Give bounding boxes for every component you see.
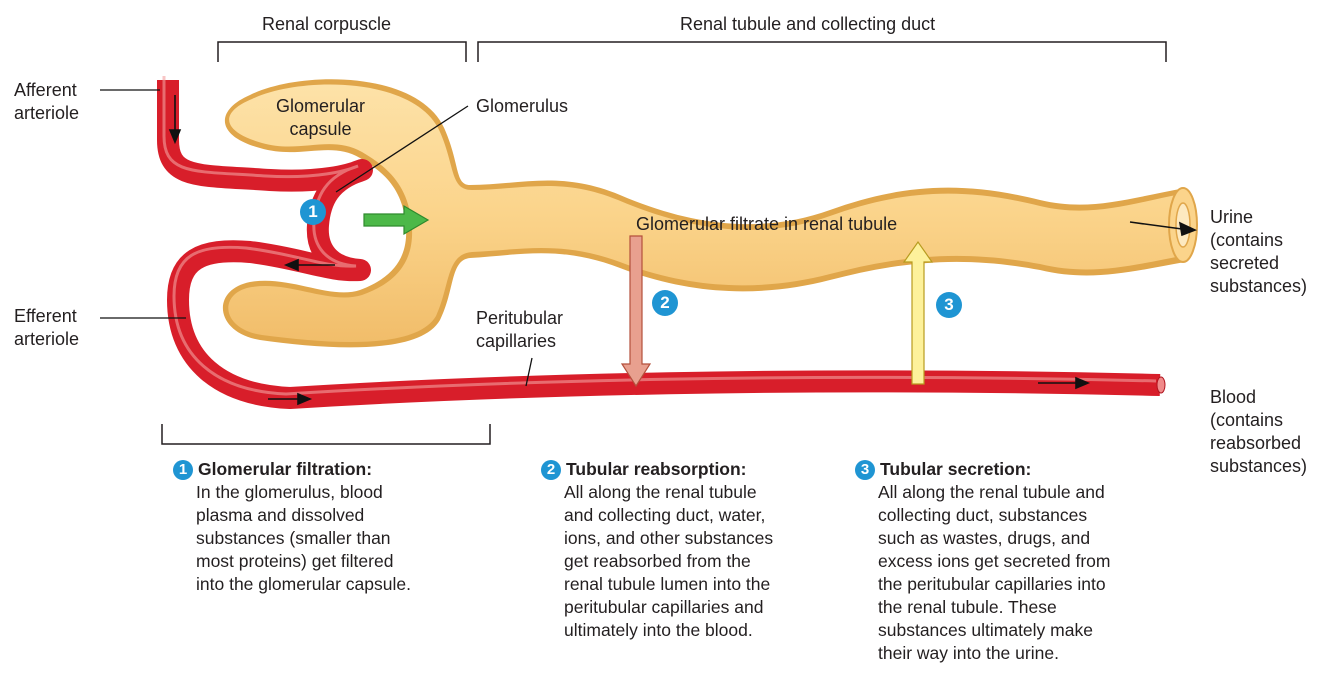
step-1-body: In the glomerulus, blood plasma and diss… (196, 481, 476, 596)
filtrate-label: Glomerular filtrate in renal tubule (636, 213, 897, 236)
step-3-body: All along the renal tubule and collectin… (878, 481, 1168, 665)
glomerular-capsule-label: Glomerular capsule (276, 95, 365, 141)
step-1-badge: 1 (300, 199, 326, 225)
blood-label: Blood (contains reabsorbed substances) (1210, 386, 1307, 478)
step-tubular-reabsorption: 2 Tubular reabsorption: All along the re… (564, 458, 834, 642)
step-tubular-secretion: 3 Tubular secretion: All along the renal… (878, 458, 1168, 665)
step-1-title: Glomerular filtration: (198, 458, 372, 481)
afferent-arteriole-label: Afferent arteriole (14, 79, 79, 125)
urine-label: Urine (contains secreted substances) (1210, 206, 1307, 298)
step-3-number: 3 (855, 460, 875, 480)
step-1-heading: 1 Glomerular filtration: (173, 458, 476, 481)
step-1-number: 1 (173, 460, 193, 480)
glomerulus-label: Glomerulus (476, 95, 568, 118)
renal-corpuscle-label: Renal corpuscle (262, 13, 391, 36)
step-2-body: All along the renal tubule and collectin… (564, 481, 834, 642)
peritubular-capillaries-label: Peritubular capillaries (476, 307, 563, 353)
step-2-badge: 2 (652, 290, 678, 316)
renal-tubule-label: Renal tubule and collecting duct (680, 13, 935, 36)
step-2-number: 2 (541, 460, 561, 480)
step-2-heading: 2 Tubular reabsorption: (541, 458, 834, 481)
step-2-title: Tubular reabsorption: (566, 458, 747, 481)
step-3-badge: 3 (936, 292, 962, 318)
step-3-heading: 3 Tubular secretion: (855, 458, 1168, 481)
step-glomerular-filtration: 1 Glomerular filtration: In the glomerul… (196, 458, 476, 596)
step-3-title: Tubular secretion: (880, 458, 1031, 481)
renal-corpuscle-bracket (218, 42, 466, 62)
glomerular-filtration-bracket (162, 424, 490, 444)
renal-tubule-bracket (478, 42, 1166, 62)
efferent-arteriole-label: Efferent arteriole (14, 305, 79, 351)
